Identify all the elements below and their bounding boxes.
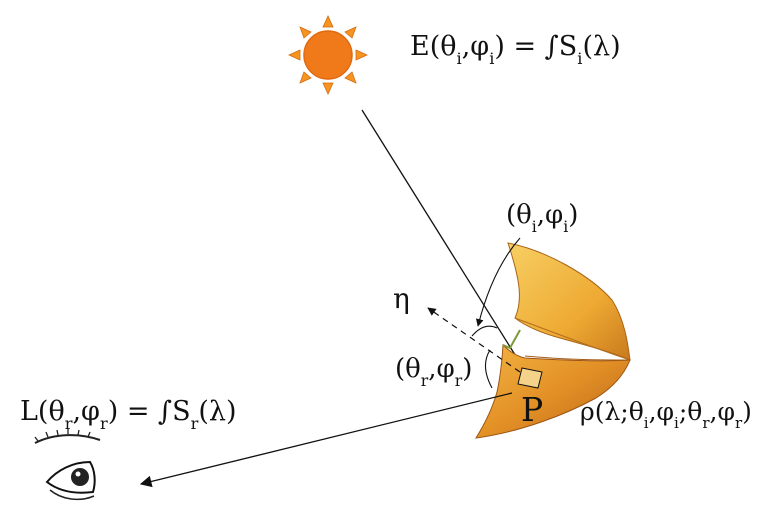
- point-label: P: [521, 390, 544, 429]
- incident-angle-arc: [471, 325, 498, 337]
- incident-angle-pointer: [475, 237, 521, 327]
- incident-ray: [361, 109, 528, 375]
- normal-label: η: [393, 282, 410, 315]
- reflected-angle-label: (θr,φr): [395, 354, 473, 390]
- reflected-ray: [139, 392, 513, 488]
- radiance-label: L(θr,φr) = ∫Sr(λ): [20, 396, 237, 433]
- incident-angle-label: (θi,φi): [506, 200, 579, 236]
- eye-icon: [34, 429, 101, 501]
- sun-icon: [288, 15, 368, 95]
- normal-line: [427, 307, 521, 373]
- irradiance-label: E(θi,φi) = ∫Si(λ): [410, 31, 621, 68]
- brdf-label: ρ(λ;θi,φi;θr,φr): [580, 397, 752, 433]
- leaf-icon: [475, 242, 631, 439]
- reflected-angle-arc: [484, 349, 493, 389]
